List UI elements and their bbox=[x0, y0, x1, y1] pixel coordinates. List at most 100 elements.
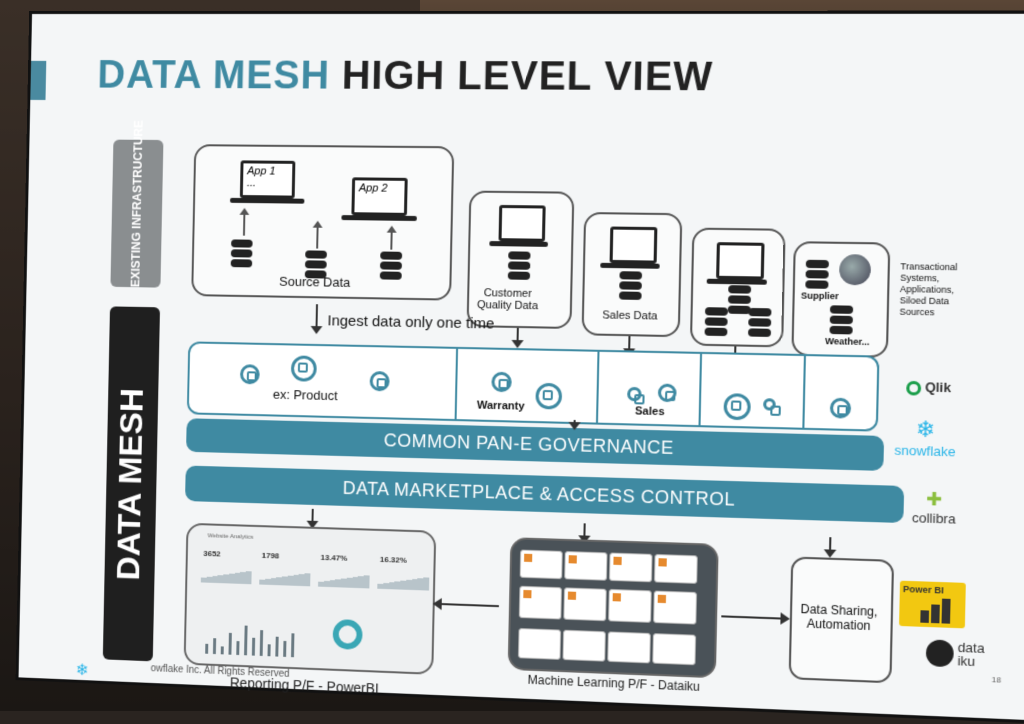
data-product-icon bbox=[369, 371, 390, 392]
project-card bbox=[653, 553, 698, 584]
snowflake-icon: ❄ bbox=[915, 416, 936, 443]
data-product-icon bbox=[829, 397, 852, 419]
laptop-icon: App 1... bbox=[230, 160, 305, 204]
sparkline bbox=[259, 566, 311, 587]
snowflake-name: snowflake bbox=[894, 442, 956, 460]
data-product-icon bbox=[535, 382, 563, 410]
data-product-icon bbox=[763, 398, 776, 411]
sparkline bbox=[318, 568, 370, 589]
globe-icon bbox=[838, 254, 872, 286]
domain-divider bbox=[802, 356, 806, 428]
customer-quality-label: Customer Quality Data bbox=[476, 287, 539, 313]
down-arrow-icon bbox=[516, 327, 519, 347]
data-product-icon bbox=[657, 383, 677, 403]
laptop-icon bbox=[600, 226, 660, 269]
down-arrow-icon bbox=[315, 304, 318, 333]
title-highlight: DATA MESH bbox=[97, 53, 331, 98]
up-arrow-icon bbox=[390, 231, 393, 250]
data-sharing-box: Data Sharing, Automation bbox=[788, 556, 895, 684]
data-mesh-label: DATA MESH bbox=[110, 387, 152, 581]
project-card bbox=[519, 549, 563, 580]
powerbi-name: Power BI bbox=[902, 583, 944, 596]
sparkline bbox=[377, 570, 430, 591]
project-card bbox=[517, 628, 562, 660]
bar-mini-chart bbox=[205, 614, 303, 658]
donut-chart bbox=[332, 619, 363, 651]
sparkline bbox=[200, 564, 252, 585]
collibra-name: collibra bbox=[911, 509, 956, 527]
dataiku-name: data iku bbox=[957, 639, 985, 670]
database-icon bbox=[748, 307, 772, 339]
database-icon bbox=[704, 307, 728, 338]
product-domain-label: ex: Product bbox=[272, 386, 338, 404]
data-sharing-label: Data Sharing, Automation bbox=[800, 601, 878, 634]
projected-slide: DATA MESH HIGH LEVEL VIEW EXISTING INFRA… bbox=[18, 13, 1024, 720]
down-arrow-icon bbox=[828, 537, 832, 556]
weather-label: Weather... bbox=[825, 335, 870, 348]
qlik-icon bbox=[906, 380, 922, 396]
left-arrow-icon bbox=[440, 603, 499, 608]
marketplace-label: DATA MARKETPLACE & ACCESS CONTROL bbox=[342, 477, 736, 510]
source-data-label: Source Data bbox=[279, 273, 351, 290]
snowflake-footer-icon: ❄ bbox=[75, 662, 89, 680]
ingest-label: Ingest data only one time bbox=[327, 312, 495, 333]
data-mesh-band: DATA MESH bbox=[102, 306, 161, 662]
kpi-value: 13.47% bbox=[320, 552, 348, 563]
kpi-value: 3652 bbox=[203, 548, 221, 559]
warranty-domain-label: Warranty bbox=[476, 399, 525, 413]
domain-row: ex: Product Warranty Sales bbox=[186, 341, 880, 432]
project-card bbox=[562, 629, 606, 662]
source-data-box: App 1... App 2 Source Data bbox=[191, 144, 455, 301]
right-arrow-icon bbox=[721, 615, 782, 620]
down-arrow-icon bbox=[311, 508, 314, 527]
side-note: Transactional Systems, Applications, Sil… bbox=[899, 261, 958, 318]
governance-label: COMMON PAN-E GOVERNANCE bbox=[383, 429, 675, 458]
dataiku-icon bbox=[925, 639, 954, 668]
title-rest: HIGH LEVEL VIEW bbox=[341, 53, 714, 100]
data-product-icon bbox=[491, 371, 512, 393]
database-icon bbox=[507, 251, 531, 282]
laptop-icon: App 2 bbox=[341, 177, 417, 222]
collibra-logo: ✚ collibra bbox=[911, 488, 957, 527]
supplier-weather-box: Supplier Weather... bbox=[791, 241, 891, 358]
app1-dots: ... bbox=[246, 177, 257, 190]
database-icon bbox=[805, 259, 829, 291]
data-product-icon bbox=[723, 393, 751, 421]
sales-data-label: Sales Data bbox=[602, 309, 658, 323]
database-icon bbox=[829, 305, 854, 336]
slide-title: DATA MESH HIGH LEVEL VIEW bbox=[97, 53, 714, 100]
marketplace-bar: DATA MARKETPLACE & ACCESS CONTROL bbox=[185, 465, 905, 524]
qlik-name: Qlik bbox=[924, 379, 952, 396]
page-number: 18 bbox=[991, 674, 1002, 685]
data-product-icon bbox=[627, 386, 642, 402]
database-icon bbox=[618, 271, 643, 302]
kpi-value: 1798 bbox=[261, 550, 280, 561]
dataiku-logo: data iku bbox=[925, 639, 985, 670]
title-accent-bar bbox=[30, 60, 47, 101]
app2-label: App 2 bbox=[358, 182, 388, 195]
domain-divider bbox=[698, 353, 703, 426]
project-card bbox=[563, 587, 607, 622]
domain-divider bbox=[454, 348, 459, 420]
domain-divider bbox=[595, 351, 600, 423]
project-card bbox=[608, 588, 652, 623]
up-arrow-icon bbox=[316, 226, 319, 249]
existing-infrastructure-label: EXISTING INFRASTRUCTURE bbox=[128, 120, 146, 288]
domain-source-box bbox=[689, 227, 786, 348]
project-card bbox=[564, 551, 608, 581]
powerbi-icon bbox=[920, 610, 930, 623]
sales-domain-label: Sales bbox=[634, 405, 665, 419]
ml-platform-panel bbox=[507, 537, 719, 679]
kpi-value: 16.32% bbox=[379, 554, 407, 565]
project-card bbox=[653, 590, 698, 625]
project-card bbox=[518, 585, 562, 620]
powerbi-logo: Power BI bbox=[899, 580, 966, 629]
database-icon bbox=[230, 239, 253, 269]
down-arrow-icon bbox=[573, 419, 576, 429]
snowflake-logo: ❄ snowflake bbox=[894, 416, 956, 460]
laptop-icon bbox=[489, 204, 548, 247]
reporting-dashboard-panel: Website Analytics 3652 1798 13.47% 16.32… bbox=[183, 522, 437, 675]
project-card bbox=[652, 633, 697, 666]
supplier-label: Supplier bbox=[800, 290, 839, 302]
existing-infrastructure-band: EXISTING INFRASTRUCTURE bbox=[110, 120, 164, 288]
